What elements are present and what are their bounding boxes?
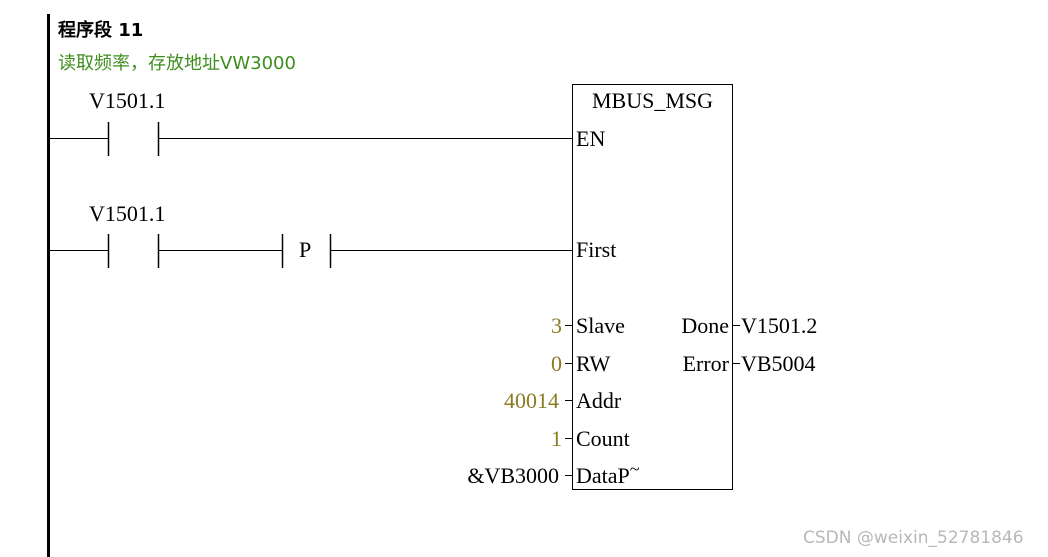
done-target[interactable]: V1501.2 (741, 313, 818, 338)
slave-value[interactable]: 3 (551, 313, 562, 338)
input-slave-label: Slave (576, 313, 625, 338)
input-en-label: EN (576, 126, 606, 151)
watermark: CSDN @weixin_52781846 (803, 528, 1024, 548)
contact2-address[interactable]: V1501.1 (89, 201, 166, 226)
count-value[interactable]: 1 (551, 426, 562, 451)
error-target[interactable]: VB5004 (741, 351, 816, 376)
input-count-label: Count (576, 426, 630, 451)
input-datap-text: DataP (576, 463, 630, 488)
output-error-label: Error (682, 351, 729, 376)
input-first-label: First (576, 237, 617, 262)
edge-label: P (299, 237, 312, 262)
block-name: MBUS_MSG (591, 88, 714, 113)
contact1-address[interactable]: V1501.1 (89, 88, 166, 113)
output-done-label: Done (681, 313, 729, 338)
addr-value[interactable]: 40014 (504, 388, 559, 413)
input-rw-label: RW (576, 351, 611, 376)
datap-value[interactable]: &VB3000 (467, 463, 559, 488)
function-block[interactable] (572, 84, 733, 490)
input-addr-label: Addr (576, 388, 622, 413)
network-title: 程序段 11 (58, 20, 144, 41)
input-datap-label: DataP~ (576, 459, 640, 489)
pointer-icon: ~ (629, 459, 640, 479)
network-comment: 读取频率，存放地址VW3000 (58, 53, 296, 74)
rw-value[interactable]: 0 (551, 351, 562, 376)
